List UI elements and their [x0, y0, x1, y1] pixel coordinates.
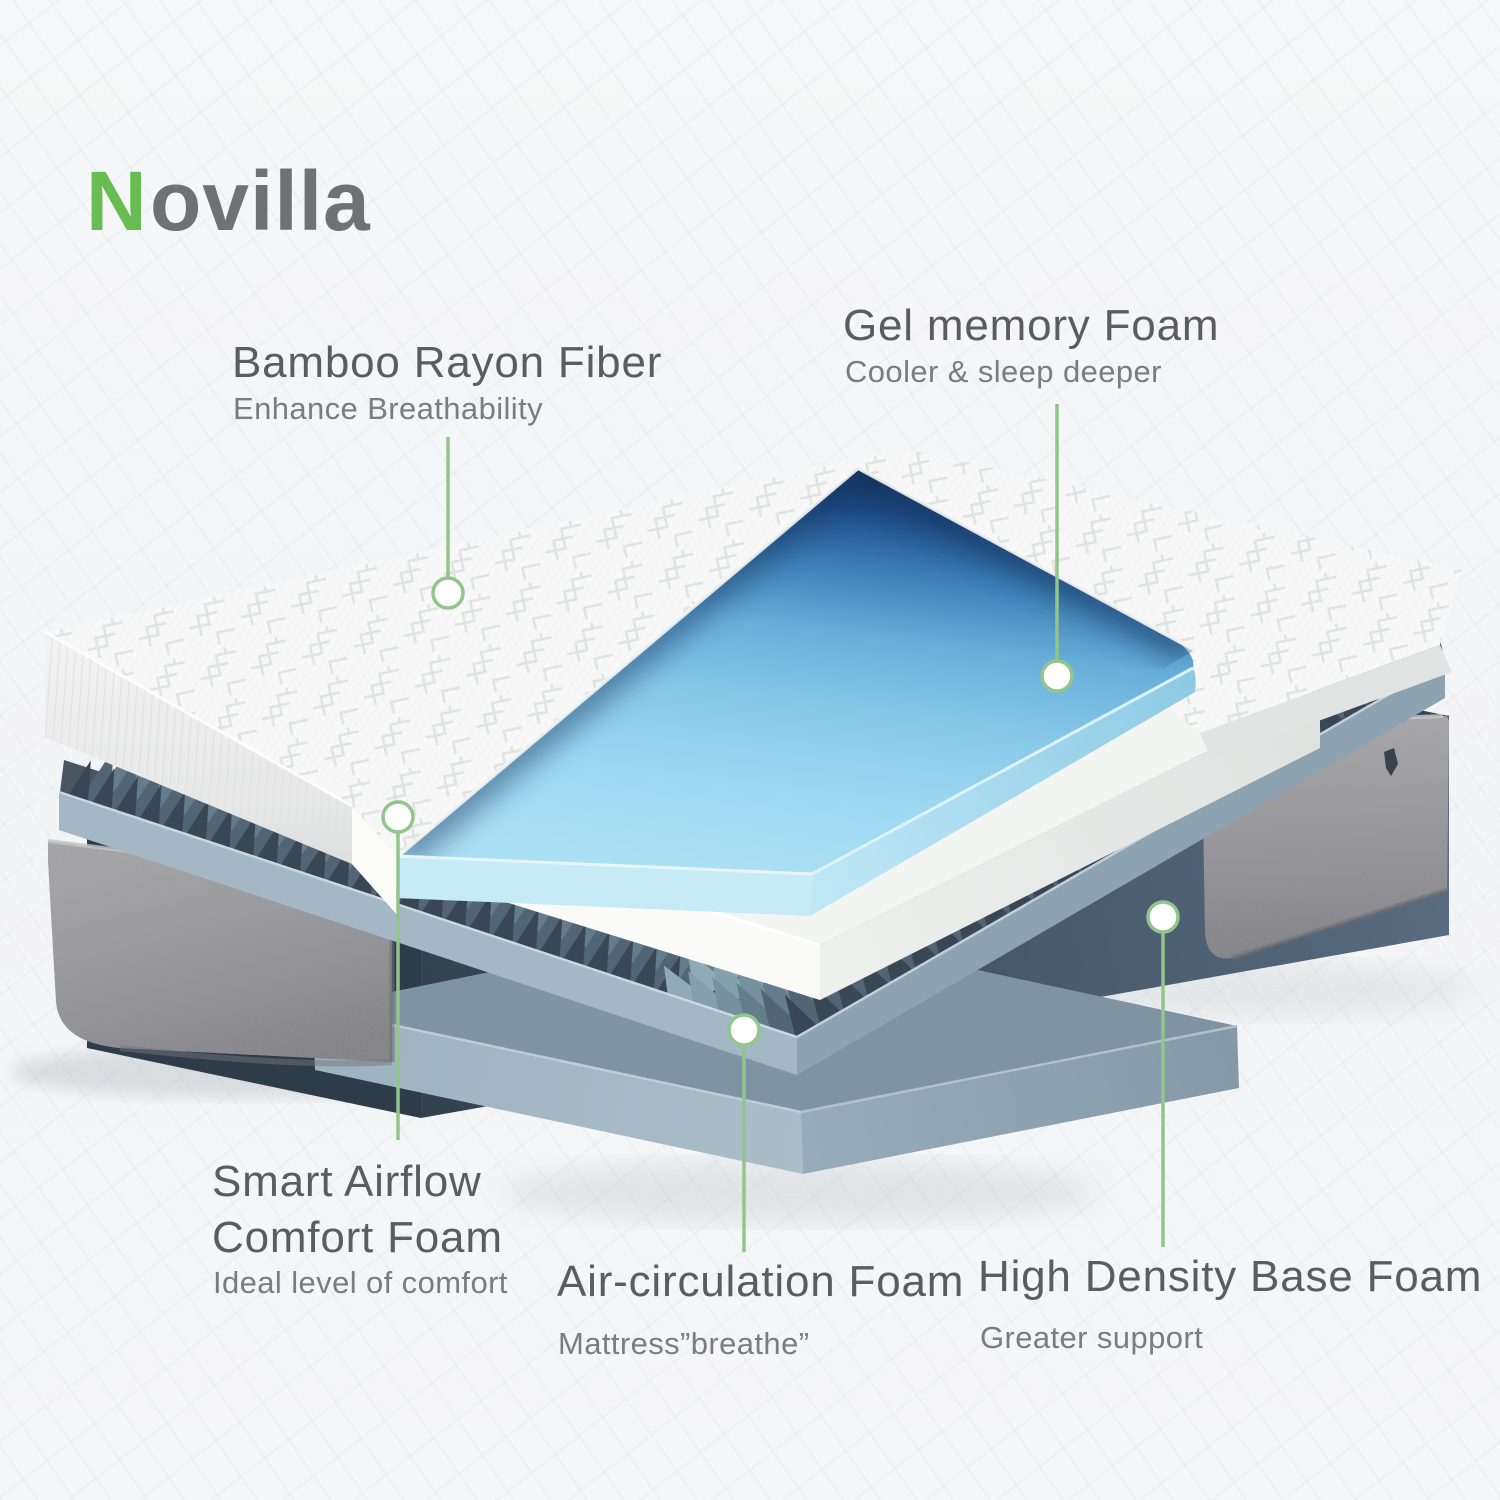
- callout-title: Gel memory Foam: [843, 301, 1219, 350]
- callout-bamboo: Bamboo Rayon Fiber Enhance Breathability: [232, 338, 662, 610]
- callout-subtitle: Mattress”breathe”: [558, 1326, 809, 1361]
- gel-foam-layer: [396, 465, 1196, 916]
- callout-title: Air-circulation Foam: [557, 1257, 964, 1306]
- callout-subtitle: Greater support: [980, 1320, 1203, 1355]
- callout-dot: [1040, 659, 1074, 693]
- logo-letter-n: N: [86, 154, 148, 248]
- callout-dot: [431, 576, 465, 610]
- callout-title: Smart Airflow: [212, 1157, 482, 1206]
- callout-air-circulation: Air-circulation Foam Mattress”breathe”: [557, 1013, 964, 1361]
- callout-dot: [1146, 900, 1180, 934]
- callout-dot: [381, 800, 415, 834]
- callout-subtitle: Cooler & sleep deeper: [845, 354, 1162, 389]
- callout-high-density-base: High Density Base Foam Greater support: [978, 900, 1482, 1355]
- callout-smart-airflow: Smart Airflow Comfort Foam Ideal level o…: [212, 800, 508, 1300]
- brand-logo: N ovilla: [86, 154, 371, 248]
- callout-title-line2: Comfort Foam: [212, 1213, 503, 1262]
- callout-title: Bamboo Rayon Fiber: [232, 338, 662, 387]
- callout-dot: [727, 1013, 761, 1047]
- cover-layer: [44, 448, 1462, 916]
- callout-title: High Density Base Foam: [978, 1252, 1482, 1301]
- callout-subtitle: Enhance Breathability: [233, 391, 543, 426]
- callout-subtitle: Ideal level of comfort: [213, 1265, 508, 1300]
- zipper-tag-icon: [1384, 748, 1398, 776]
- callout-gel: Gel memory Foam Cooler & sleep deeper: [843, 301, 1219, 693]
- logo-text: ovilla: [150, 154, 371, 248]
